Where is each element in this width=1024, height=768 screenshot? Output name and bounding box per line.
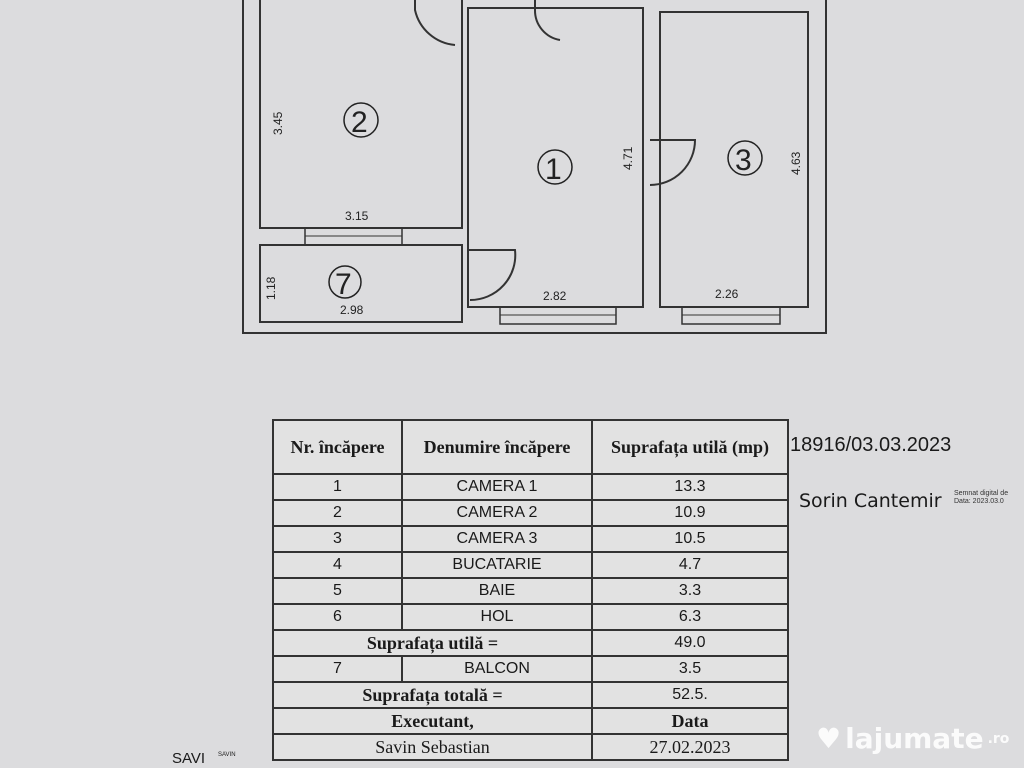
header-area: Suprafața utilă (mp) bbox=[591, 419, 789, 475]
watermark: ♥ lajumate.ro bbox=[816, 722, 1009, 755]
dimension-label: 3.45 bbox=[271, 111, 285, 135]
watermark-brand: lajumate bbox=[845, 722, 984, 755]
room-number: 3 bbox=[735, 144, 752, 177]
room-3-outline bbox=[659, 11, 809, 308]
door-swing bbox=[468, 249, 517, 302]
door-swing bbox=[533, 0, 561, 41]
door-swing bbox=[649, 139, 697, 186]
dimension-label: 3.15 bbox=[345, 209, 369, 223]
room-number: 7 bbox=[335, 268, 352, 301]
total-row: Suprafața totală =52.5. bbox=[272, 681, 789, 709]
floor-plan: 2 1 3 7 3.45 3.15 4.71 2.82 4.63 2.26 1.… bbox=[242, 0, 827, 334]
table-header: Nr. încăpere Denumire încăpere Suprafața… bbox=[272, 419, 789, 475]
dimension-label: 4.71 bbox=[621, 146, 635, 170]
dimension-label: 2.26 bbox=[715, 287, 739, 301]
watermark-tld: .ro bbox=[987, 730, 1010, 747]
heart-icon: ♥ bbox=[816, 722, 842, 755]
stamp-logo: SAVI bbox=[172, 750, 206, 767]
dimension-label: 2.82 bbox=[543, 289, 567, 303]
area-table: Nr. încăpere Denumire încăpere Suprafața… bbox=[272, 419, 789, 761]
room-number: 2 bbox=[351, 106, 368, 139]
header-name: Denumire încăpere bbox=[401, 419, 593, 475]
door-swing bbox=[414, 0, 456, 46]
registration-number: 18916/03.03.2023 bbox=[790, 434, 952, 456]
header-nr: Nr. încăpere bbox=[272, 419, 403, 475]
dimension-label: 1.18 bbox=[264, 276, 278, 300]
stamp-text: SAVIN bbox=[218, 752, 236, 758]
executant-header-row: Executant,Data bbox=[272, 707, 789, 735]
util-row: Suprafața utilă =49.0 bbox=[272, 629, 789, 657]
dimension-label: 4.63 bbox=[789, 151, 803, 175]
dimension-label: 2.98 bbox=[340, 303, 364, 317]
signature-name: Sorin Cantemir bbox=[799, 490, 942, 512]
room-number: 1 bbox=[545, 153, 562, 186]
